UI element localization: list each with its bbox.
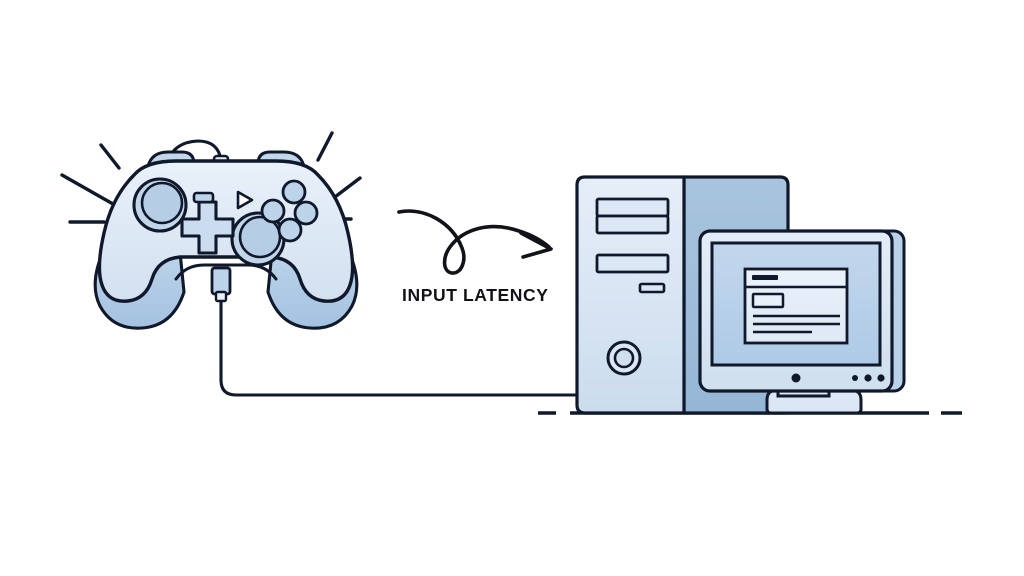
window-title-text [752, 275, 778, 280]
arrow-head [519, 231, 553, 259]
left-analog-stick-cap [140, 181, 184, 225]
window-frame [743, 267, 849, 345]
optical-drive-bay-3 [595, 253, 670, 274]
annotation-label: INPUT LATENCY [402, 285, 549, 305]
face-button-bottom [277, 217, 303, 243]
arrow-curve [397, 209, 551, 275]
cable-plug [210, 266, 232, 296]
sparkle-line [60, 173, 115, 206]
monitor-power-led [791, 373, 801, 383]
optical-drive-bay-2 [595, 214, 670, 235]
monitor-indicator-dot [877, 374, 885, 382]
face-button-left [260, 198, 286, 224]
computer-monitor[interactable] [698, 229, 906, 415]
optical-drive-bay-1 [595, 197, 670, 218]
sparkle-line [316, 131, 334, 162]
screen-window [743, 267, 849, 345]
face-button-right [293, 200, 319, 226]
monitor-indicator-dot [852, 375, 858, 381]
controller-cable [219, 297, 592, 397]
controller-bridge [174, 263, 278, 281]
face-button-top [281, 179, 307, 205]
window-content-box [751, 292, 785, 309]
sparkle-line [99, 143, 121, 170]
monitor-indicator-dot [864, 374, 872, 382]
curved-loop-arrow [397, 209, 553, 275]
front-slot [638, 282, 666, 294]
play-button [236, 190, 254, 210]
tower-front-panel [575, 175, 686, 415]
cable-plug-tip [214, 290, 228, 303]
minus-button [192, 191, 215, 204]
power-button-inner [613, 347, 635, 369]
game-controller[interactable] [93, 139, 359, 330]
